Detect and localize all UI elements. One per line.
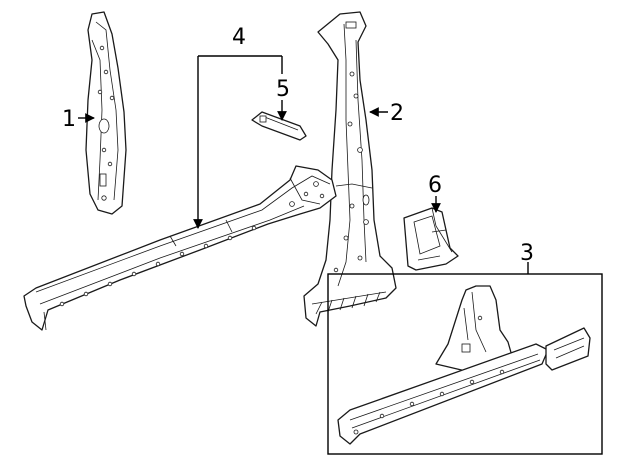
leader-lines xyxy=(78,55,529,274)
callout-2: 2 xyxy=(390,101,404,126)
part-4-rocker xyxy=(23,165,337,331)
callout-3: 3 xyxy=(520,241,534,266)
callout-4: 4 xyxy=(232,25,246,50)
part-5-bracket xyxy=(251,111,307,141)
callout-1: 1 xyxy=(62,107,76,132)
part-3-group-frame xyxy=(327,273,603,455)
callout-5: 5 xyxy=(276,77,290,102)
part-1-pillar xyxy=(85,11,127,215)
part-6-gusset xyxy=(403,207,459,271)
part-3-assembly xyxy=(337,285,591,445)
callout-6: 6 xyxy=(428,173,442,198)
part-2-b-pillar xyxy=(303,11,397,327)
